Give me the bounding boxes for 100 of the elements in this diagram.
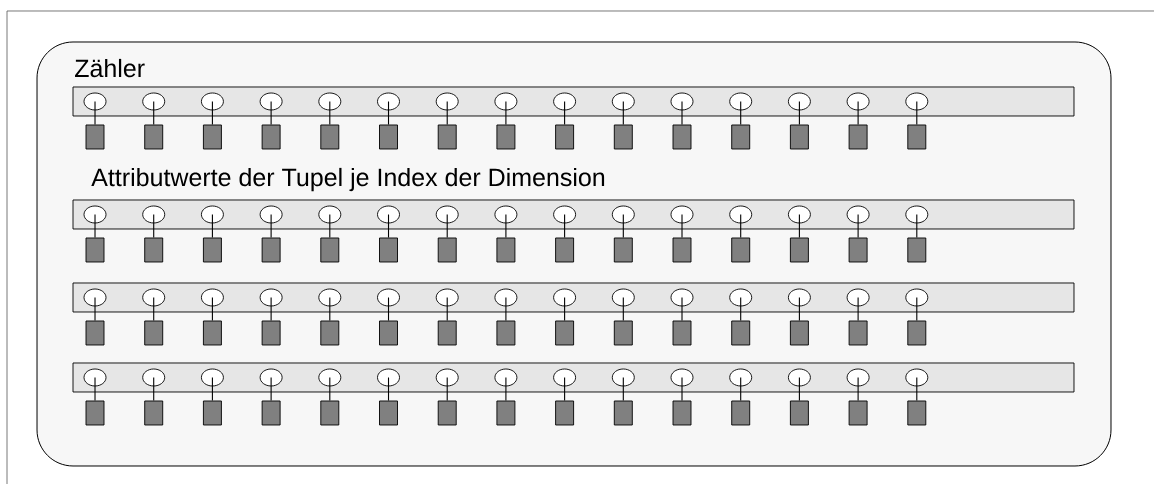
square-node bbox=[85, 400, 105, 426]
square-node bbox=[496, 237, 516, 263]
square-node bbox=[261, 124, 281, 150]
square-node bbox=[672, 320, 692, 346]
circle-node bbox=[611, 368, 635, 387]
square-node bbox=[555, 124, 575, 150]
connector-line bbox=[681, 213, 683, 239]
connector-line bbox=[270, 213, 272, 239]
square-node bbox=[496, 124, 516, 150]
connector-line bbox=[505, 213, 507, 239]
connector-line bbox=[153, 376, 155, 402]
circle-node bbox=[494, 288, 518, 307]
square-node bbox=[848, 320, 868, 346]
square-node bbox=[320, 320, 340, 346]
circle-node bbox=[611, 288, 635, 307]
connector-line bbox=[270, 100, 272, 126]
circle-node bbox=[905, 368, 929, 387]
circle-node bbox=[83, 368, 107, 387]
square-node bbox=[555, 320, 575, 346]
connector-line bbox=[857, 376, 859, 402]
connector-line bbox=[153, 100, 155, 126]
circle-node bbox=[435, 368, 459, 387]
square-node bbox=[144, 320, 164, 346]
circle-node bbox=[142, 288, 166, 307]
square-node bbox=[848, 124, 868, 150]
circle-node bbox=[670, 288, 694, 307]
connector-line bbox=[153, 213, 155, 239]
circle-node bbox=[787, 205, 811, 224]
circle-node bbox=[435, 205, 459, 224]
square-node bbox=[379, 400, 398, 426]
square-node bbox=[202, 237, 222, 263]
connector-line bbox=[446, 213, 448, 239]
connector-line bbox=[916, 100, 918, 126]
connector-line bbox=[387, 100, 390, 126]
square-node bbox=[555, 237, 575, 263]
circle-node bbox=[787, 92, 811, 111]
square-node bbox=[848, 400, 868, 426]
circle-node bbox=[905, 92, 929, 111]
square-node bbox=[907, 320, 927, 346]
square-node bbox=[907, 237, 927, 263]
square-node bbox=[613, 237, 633, 263]
circle-node bbox=[670, 368, 694, 387]
connector-line bbox=[740, 376, 742, 402]
connector-line bbox=[564, 296, 566, 322]
connector-line bbox=[916, 213, 918, 239]
square-node bbox=[144, 124, 164, 150]
circle-node bbox=[670, 205, 694, 224]
square-node bbox=[789, 400, 809, 426]
square-node bbox=[731, 124, 751, 150]
connector-line bbox=[740, 296, 742, 322]
square-node bbox=[320, 237, 340, 263]
connector-line bbox=[94, 213, 96, 239]
square-node bbox=[437, 124, 457, 150]
connector-line bbox=[564, 100, 566, 126]
circle-node bbox=[611, 92, 635, 111]
connector-line bbox=[505, 376, 507, 402]
connector-line bbox=[94, 376, 96, 402]
connector-line bbox=[916, 296, 918, 322]
circle-node bbox=[729, 205, 753, 224]
square-node bbox=[379, 320, 398, 346]
square-node bbox=[496, 400, 516, 426]
circle-node bbox=[435, 288, 459, 307]
square-node bbox=[261, 400, 281, 426]
circle-node bbox=[200, 368, 224, 387]
circle-node bbox=[200, 92, 224, 111]
circle-node bbox=[83, 92, 107, 111]
square-node bbox=[496, 320, 516, 346]
connector-line bbox=[857, 296, 859, 322]
circle-node bbox=[83, 205, 107, 224]
connector-line bbox=[94, 296, 96, 322]
circle-node bbox=[553, 205, 577, 224]
connector-line bbox=[505, 100, 507, 126]
connector-line bbox=[916, 376, 918, 402]
connector-line bbox=[211, 296, 213, 322]
connector-line bbox=[564, 213, 566, 239]
circle-node bbox=[200, 205, 224, 224]
connector-line bbox=[446, 376, 448, 402]
connector-line bbox=[857, 100, 859, 126]
connector-line bbox=[740, 213, 742, 239]
connector-line bbox=[329, 213, 331, 239]
circle-node bbox=[494, 205, 518, 224]
connector-line bbox=[387, 213, 390, 239]
connector-line bbox=[798, 376, 800, 402]
square-node bbox=[907, 400, 927, 426]
circle-node bbox=[377, 92, 400, 111]
square-node bbox=[261, 320, 281, 346]
circle-node bbox=[670, 92, 694, 111]
square-node bbox=[144, 400, 164, 426]
connector-line bbox=[857, 213, 859, 239]
circle-node bbox=[494, 92, 518, 111]
circle-node bbox=[729, 92, 753, 111]
circle-node bbox=[905, 205, 929, 224]
square-node bbox=[731, 400, 751, 426]
square-node bbox=[789, 237, 809, 263]
connector-line bbox=[329, 376, 331, 402]
connector-line bbox=[681, 376, 683, 402]
circle-node bbox=[729, 368, 753, 387]
square-node bbox=[437, 237, 457, 263]
square-node bbox=[320, 400, 340, 426]
circle-node bbox=[259, 288, 283, 307]
